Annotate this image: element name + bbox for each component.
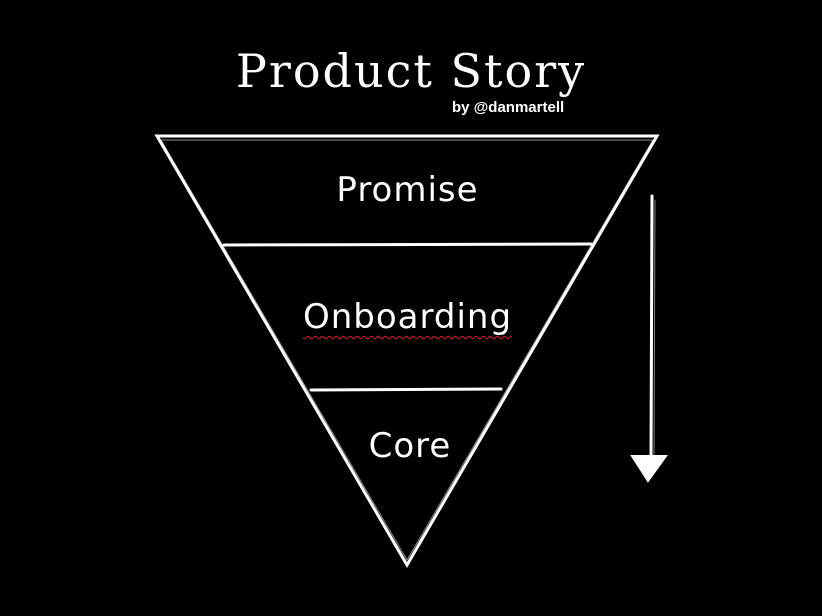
stage-onboarding-label: Onboarding <box>250 297 565 337</box>
slide-title: Product Story <box>235 44 587 98</box>
funnel-triangle-texture <box>160 139 654 561</box>
stage-onboarding-text: Onboarding <box>302 297 513 337</box>
down-arrow-icon <box>630 194 668 483</box>
stage-promise-label: Promise <box>336 170 479 210</box>
byline: by @danmartell <box>452 99 565 116</box>
stage-core-label: Core <box>368 426 452 466</box>
funnel-triangle <box>154 134 660 568</box>
divider-promise-onboarding <box>222 242 593 247</box>
divider-onboarding-core <box>309 387 503 392</box>
